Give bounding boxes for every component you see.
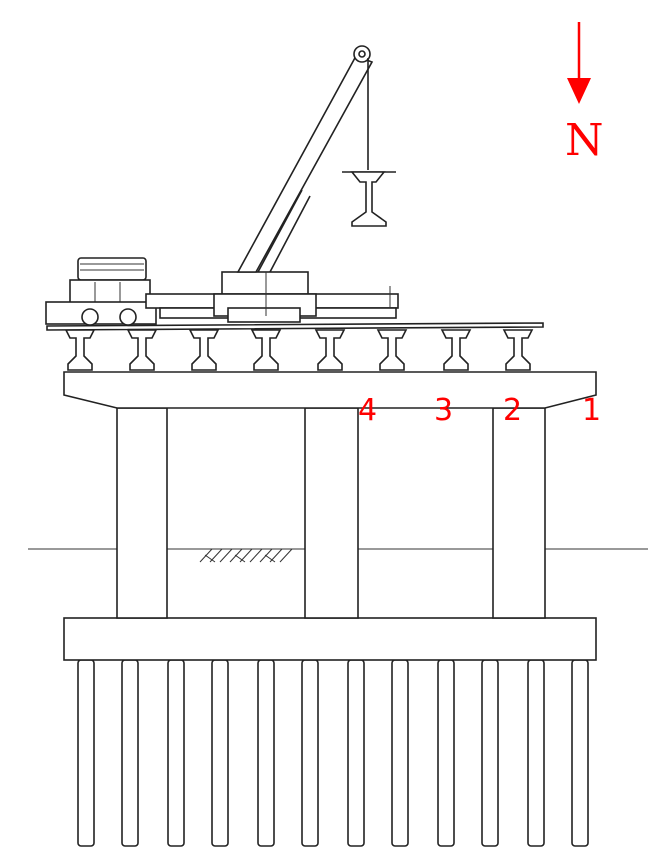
north-label: N (565, 115, 604, 166)
truck-cab (45, 257, 157, 326)
girder-label-4: 4 (358, 393, 377, 428)
pile (391, 659, 409, 847)
soil-hatch-icon (199, 548, 293, 563)
girder-labels: 4 3 2 1 (358, 393, 601, 428)
girder (64, 329, 96, 371)
pile (211, 659, 229, 847)
pile (481, 659, 499, 847)
deck-slab (46, 322, 544, 331)
girder (314, 329, 346, 371)
pile (167, 659, 185, 847)
north-arrow-icon (567, 22, 591, 104)
pier-cap (63, 371, 597, 409)
girder (188, 329, 220, 371)
pile (437, 659, 455, 847)
girder (126, 329, 158, 371)
pile (571, 659, 589, 847)
girder-row (64, 329, 534, 371)
girder (376, 329, 408, 371)
column (492, 407, 546, 619)
column (116, 407, 168, 619)
girder (502, 329, 534, 371)
column (304, 407, 359, 619)
pile-cap (63, 617, 597, 661)
pile (527, 659, 545, 847)
girder-label-2: 2 (503, 393, 522, 428)
pile (121, 659, 139, 847)
pile (301, 659, 319, 847)
girder (440, 329, 472, 371)
pile-group (77, 659, 589, 847)
pile (77, 659, 95, 847)
i-beam-girder-icon (342, 171, 396, 227)
pile (257, 659, 275, 847)
girder-label-1: 1 (582, 393, 601, 428)
crane-base (213, 271, 317, 323)
crane-truck-icon (236, 45, 374, 273)
girder-label-3: 3 (434, 393, 453, 428)
girder (250, 329, 282, 371)
pile (347, 659, 365, 847)
columns (116, 407, 546, 619)
